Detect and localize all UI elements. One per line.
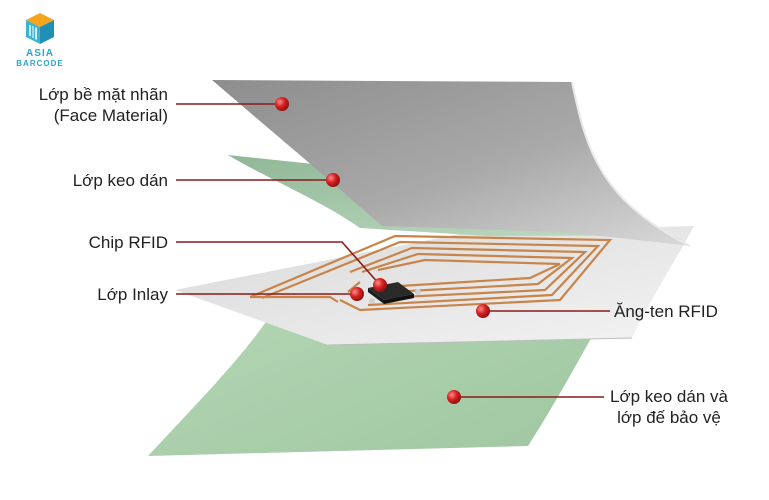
marker-antenna — [476, 304, 490, 318]
label-face-material-line1: Lớp bề mặt nhãn — [38, 85, 168, 104]
inlay-sheet — [175, 226, 694, 345]
marker-chip — [373, 278, 387, 292]
marker-face — [275, 97, 289, 111]
logo-line2: BARCODE — [16, 59, 64, 68]
leader-lines — [176, 103, 610, 398]
box-logo-icon — [26, 13, 54, 44]
label-liner-line2: lớp đế bảo vệ — [617, 408, 721, 427]
label-chip: Chip RFID — [88, 233, 168, 252]
marker-adhesive — [326, 173, 340, 187]
markers — [275, 97, 490, 404]
rfid-chip — [368, 282, 421, 304]
label-liner: Lớp keo dán và lớp đế bảo vệ — [610, 386, 728, 428]
label-face-material-line2: (Face Material) — [53, 106, 168, 125]
marker-inlay — [350, 287, 364, 301]
label-antenna: Ăng-ten RFID — [614, 302, 718, 321]
label-liner-line1: Lớp keo dán và — [610, 387, 728, 406]
antenna-traces — [249, 234, 613, 312]
label-adhesive: Lớp keo dán — [72, 171, 168, 190]
logo-line1: ASIA — [26, 48, 54, 59]
marker-liner — [447, 390, 461, 404]
face-sheet — [212, 80, 690, 246]
label-face-material: Lớp bề mặt nhãn (Face Material) — [39, 84, 168, 126]
label-inlay: Lớp Inlay — [97, 285, 168, 304]
